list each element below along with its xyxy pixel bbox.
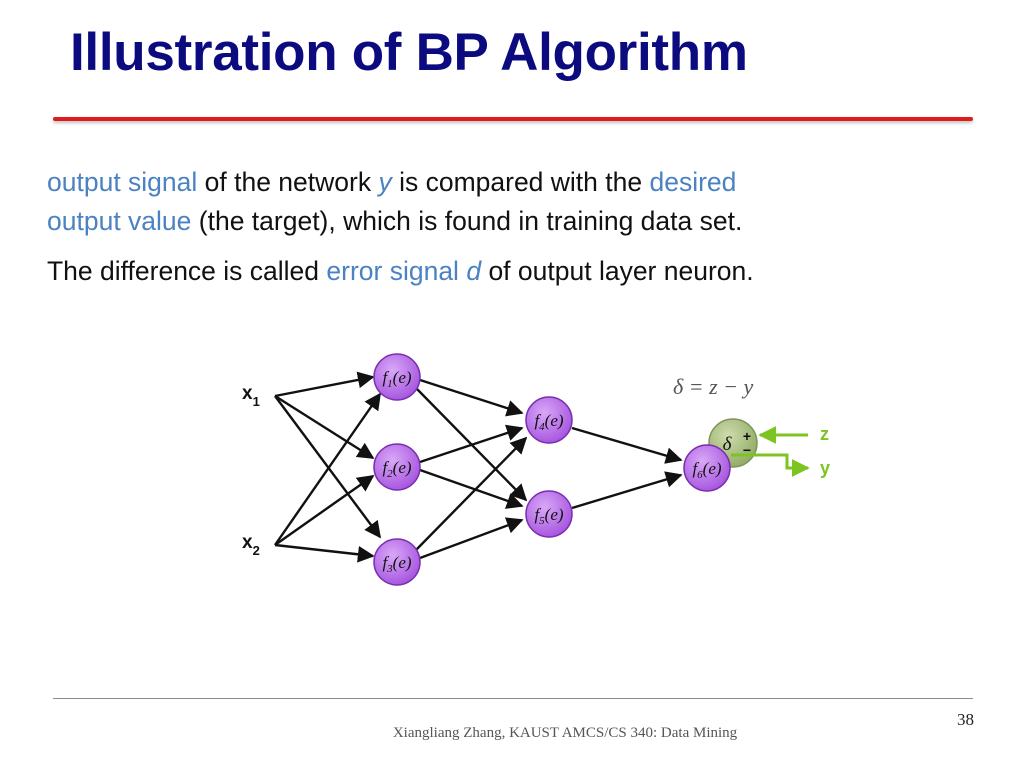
neuron-f2: f2(e) [373, 443, 421, 491]
term-error-signal: error signal [326, 256, 459, 286]
connection-x1-f3 [274, 395, 382, 539]
delta-minus-sign: − [743, 442, 751, 458]
text-output-layer: of output layer neuron. [481, 256, 754, 286]
term-output-signal: output signal [47, 167, 198, 197]
error-arrows [731, 426, 810, 477]
footer-divider [53, 698, 973, 699]
text-compared: is compared with the [391, 167, 650, 197]
connections-output-layer [571, 426, 683, 510]
neuron-label: f2(e) [382, 458, 411, 480]
neuron-label: f3(e) [382, 553, 411, 575]
connection-f2-f5 [419, 468, 524, 509]
connection-x2-f1 [274, 392, 381, 546]
paragraph-line: output signal of the network y is compar… [47, 163, 742, 202]
connection-x2-f3 [274, 543, 375, 563]
slide-title: Illustration of BP Algorithm [70, 23, 748, 82]
footer-text: Xiangliang Zhang, KAUST AMCS/CS 340: Dat… [392, 725, 738, 741]
neuron-label: f6(e) [692, 459, 721, 481]
delta-formula: δ = z − y [673, 374, 753, 399]
output-y-arrow [731, 453, 810, 477]
paragraph-error-signal: The difference is called error signal d … [47, 252, 754, 291]
paragraph-output-signal: output signal of the network y is compar… [47, 163, 742, 241]
title-underline [53, 117, 973, 121]
connection-x2-f2 [274, 475, 375, 546]
neuron-label: f5(e) [534, 505, 563, 527]
input-label-x1: x1 [242, 383, 260, 409]
connection-x1-f2 [274, 394, 375, 460]
output-y-label: y [820, 458, 830, 478]
paragraph-line: output value (the target), which is foun… [47, 202, 742, 241]
term-output-value: output value [47, 206, 192, 236]
neuron-circle [525, 490, 573, 538]
neuron-circle [373, 443, 421, 491]
text-difference: The difference is called [47, 256, 327, 286]
neuron-f3: f3(e) [373, 538, 421, 586]
connection-f2-f4 [419, 424, 524, 464]
delta-symbol: δ [723, 434, 733, 455]
text-target: (the target), which is found in training… [191, 206, 743, 236]
connections-input-layer [274, 371, 382, 563]
connection-f1-f4 [419, 378, 524, 417]
connection-f3-f4 [415, 436, 528, 551]
delta-plus-sign: + [743, 428, 751, 444]
neural-network-diagram: x1 x2 f1(e) f2(e) f3(e) f4(e) f5(e) δ + … [242, 353, 830, 586]
neuron-circle [683, 444, 731, 492]
neuron-label: f4(e) [534, 411, 563, 433]
connection-x1-f1 [274, 371, 375, 398]
page-number: 38 [957, 710, 974, 729]
connection-f4-f6 [571, 426, 683, 464]
neuron-f4: f4(e) [525, 396, 573, 444]
input-label-x2: x2 [242, 532, 260, 558]
connection-f3-f5 [419, 517, 524, 560]
neuron-f6: f6(e) [683, 444, 731, 492]
neuron-f1: f1(e) [373, 353, 421, 401]
neuron-f5: f5(e) [525, 490, 573, 538]
text-of-network: of the network [197, 167, 379, 197]
target-z-label: z [820, 424, 829, 444]
term-desired: desired [649, 167, 737, 197]
variable-d: d [466, 256, 482, 286]
neuron-circle [373, 353, 421, 401]
neuron-circle [525, 396, 573, 444]
variable-y: y [378, 167, 392, 197]
neuron-label: f1(e) [382, 368, 411, 390]
connection-f5-f6 [571, 471, 683, 510]
neuron-circle [373, 538, 421, 586]
connections-hidden-layer [415, 378, 528, 560]
